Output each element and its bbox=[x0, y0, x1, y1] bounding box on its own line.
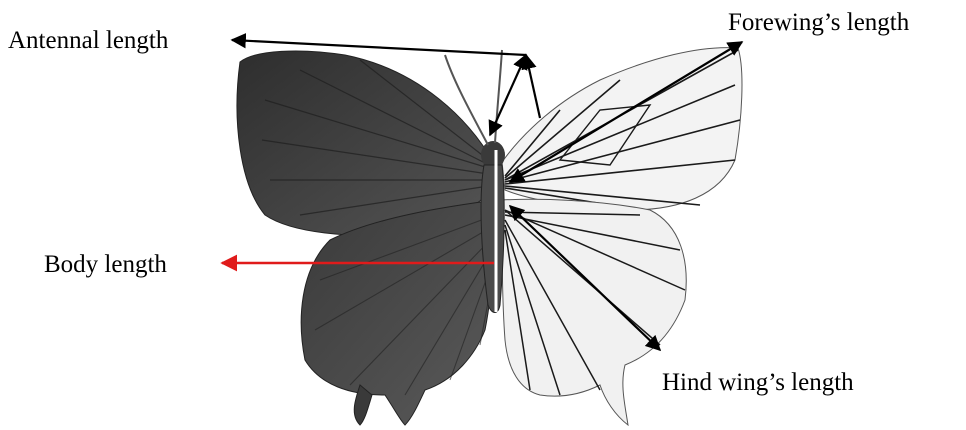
forewing-length-label: Forewing’s length bbox=[728, 9, 910, 36]
body-length-label: Body length bbox=[44, 251, 167, 278]
antennal-length-v-left bbox=[490, 55, 526, 135]
antennal-length-v-right bbox=[526, 55, 540, 118]
hind-wing-length-label: Hind wing’s length bbox=[662, 369, 854, 396]
right-forewing bbox=[502, 48, 742, 210]
antennal-length-label: Antennal length bbox=[8, 27, 169, 54]
right-hindwing bbox=[502, 199, 686, 425]
